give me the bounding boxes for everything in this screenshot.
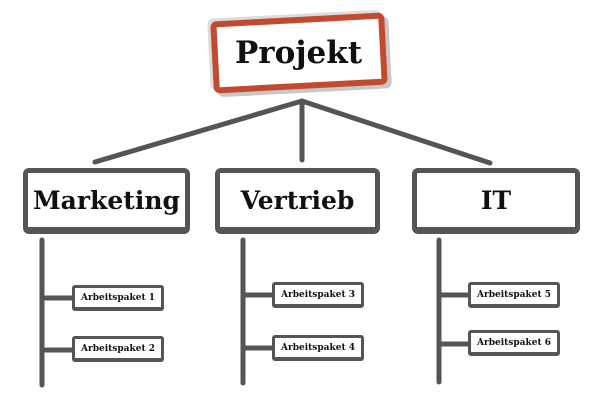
work-package-4: Arbeitspaket 4 bbox=[272, 335, 364, 361]
department-node-it: IT bbox=[412, 168, 580, 234]
work-package-label: Arbeitspaket 2 bbox=[80, 343, 156, 354]
work-package-label: Arbeitspaket 5 bbox=[476, 289, 552, 300]
work-package-label: Arbeitspaket 1 bbox=[80, 292, 156, 303]
work-package-label: Arbeitspaket 4 bbox=[280, 342, 356, 353]
department-node-vertrieb: Vertrieb bbox=[215, 168, 380, 234]
root-label: Projekt bbox=[235, 35, 363, 71]
work-package-3: Arbeitspaket 3 bbox=[272, 282, 364, 308]
department-node-marketing: Marketing bbox=[23, 168, 190, 234]
department-label: IT bbox=[480, 185, 512, 215]
root-node-projekt: Projekt bbox=[210, 12, 388, 94]
department-label: Vertrieb bbox=[240, 185, 355, 215]
work-package-2: Arbeitspaket 2 bbox=[72, 336, 164, 362]
work-package-label: Arbeitspaket 6 bbox=[476, 337, 552, 348]
work-package-label: Arbeitspaket 3 bbox=[280, 289, 356, 300]
department-label: Marketing bbox=[33, 185, 180, 215]
work-package-1: Arbeitspaket 1 bbox=[72, 285, 164, 311]
work-package-5: Arbeitspaket 5 bbox=[468, 282, 560, 308]
work-package-6: Arbeitspaket 6 bbox=[468, 330, 560, 356]
